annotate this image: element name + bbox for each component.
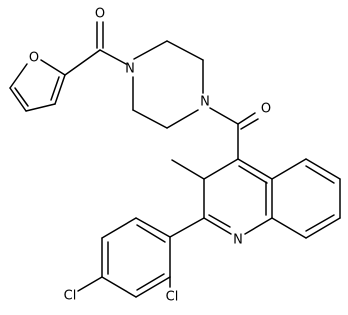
bond xyxy=(237,158,273,180)
bond xyxy=(136,273,165,291)
bond xyxy=(240,118,259,130)
atom-label-nitrogen: N xyxy=(125,62,135,77)
bond xyxy=(136,224,166,243)
furoyl-carbonyl xyxy=(64,21,127,76)
bond xyxy=(135,217,171,238)
bond xyxy=(9,63,28,89)
bond xyxy=(135,276,171,298)
bond xyxy=(166,109,199,129)
bond xyxy=(209,107,239,125)
bond xyxy=(50,76,60,101)
methyl-bond xyxy=(171,159,205,180)
bond xyxy=(238,165,268,184)
bond xyxy=(169,217,205,238)
bond xyxy=(14,87,29,107)
atom-label-oxygen: O xyxy=(29,51,39,66)
bond xyxy=(77,276,103,292)
bond xyxy=(271,217,307,239)
bond xyxy=(305,214,335,232)
bond xyxy=(203,217,232,235)
bond xyxy=(305,217,341,239)
bond xyxy=(99,49,127,65)
furan-ring xyxy=(9,59,66,112)
atom-label-nitrogen: N xyxy=(233,233,243,248)
quinoline-core xyxy=(203,158,341,239)
bond xyxy=(203,158,239,180)
bond xyxy=(25,103,56,112)
piperazine-ring xyxy=(132,40,204,129)
bond xyxy=(237,112,256,125)
atom-label-oxygen: O xyxy=(95,7,105,22)
bond xyxy=(166,40,204,61)
bond xyxy=(271,158,307,180)
atom-label-chlorine: Cl xyxy=(64,289,77,304)
atom-label-oxygen: O xyxy=(261,102,271,117)
bond xyxy=(305,165,335,184)
atom-label-nitrogen: N xyxy=(200,95,210,110)
dichlorophenyl-ring xyxy=(77,217,205,298)
bond xyxy=(9,87,27,112)
bond xyxy=(133,40,168,60)
atom-label-chlorine: Cl xyxy=(166,290,179,305)
bond xyxy=(132,109,168,129)
quinoline-carbonyl xyxy=(209,107,259,160)
bond xyxy=(40,59,66,76)
bond xyxy=(101,276,137,298)
bond xyxy=(64,49,101,76)
bond xyxy=(305,158,341,180)
bond xyxy=(54,74,66,105)
bond xyxy=(101,217,137,239)
bond xyxy=(244,217,273,235)
bond xyxy=(208,214,231,228)
